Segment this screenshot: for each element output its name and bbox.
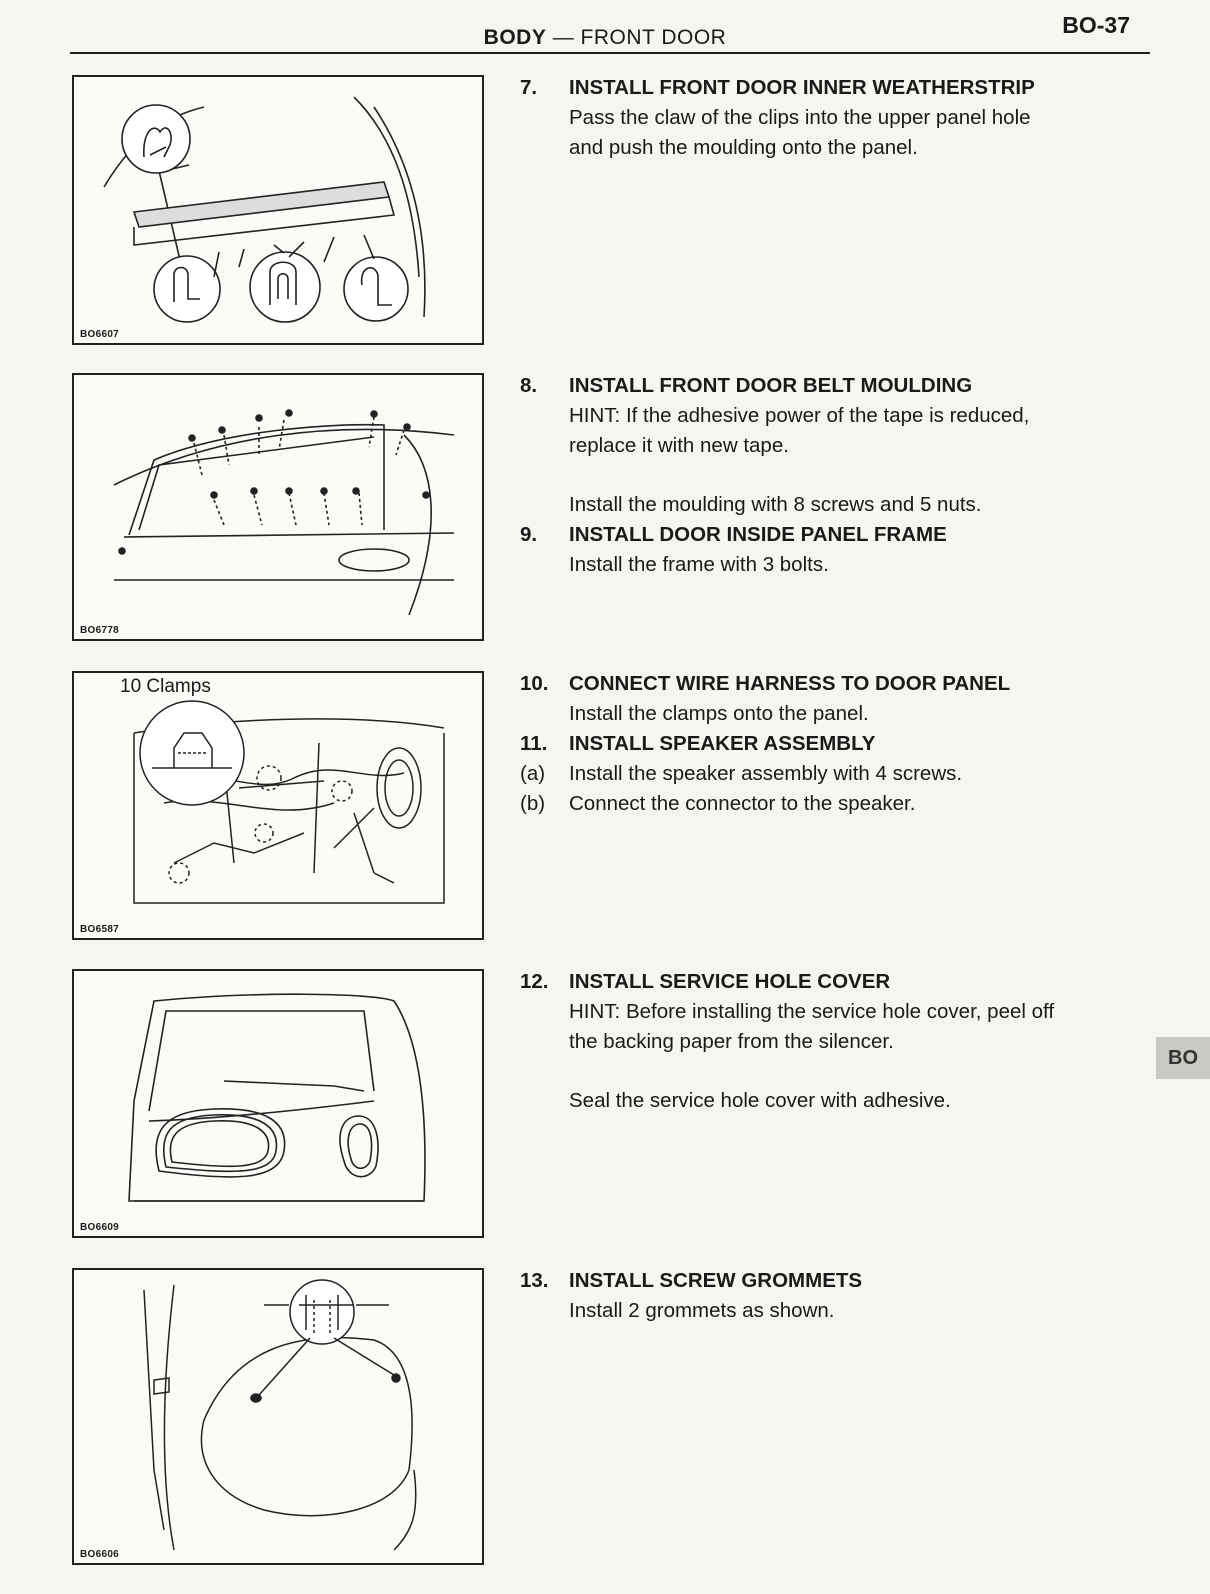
header-rule bbox=[70, 52, 1150, 54]
wire-harness-illustration bbox=[133, 700, 445, 904]
weatherstrip-illustration bbox=[103, 96, 426, 323]
figure-code: BO6606 bbox=[80, 1549, 120, 1560]
substep-text: Install the speaker assembly with 4 scre… bbox=[569, 762, 963, 785]
step-7: 7. INSTALL FRONT DOOR INNER WEATHERSTRIP… bbox=[520, 73, 1140, 163]
step-text: Install the frame with 3 bolts. bbox=[569, 553, 829, 576]
step-number: 12. bbox=[520, 970, 549, 993]
step-title: INSTALL FRONT DOOR INNER WEATHERSTRIP bbox=[569, 76, 1035, 99]
step-text: Install the clamps onto the panel. bbox=[569, 702, 869, 725]
page-number: BO-37 bbox=[1062, 12, 1130, 38]
step-13: 13. INSTALL SCREW GROMMETS Install 2 gro… bbox=[520, 1266, 1140, 1326]
figure-service-hole-cover: BO6609 bbox=[72, 969, 484, 1238]
step-12: 12. INSTALL SERVICE HOLE COVER HINT: Bef… bbox=[520, 967, 1140, 1116]
step-text: Pass the claw of the clips into the uppe… bbox=[569, 106, 1031, 129]
figure-screw-grommets: BO6606 bbox=[72, 1268, 484, 1565]
step-11: 11. INSTALL SPEAKER ASSEMBLY bbox=[520, 729, 1140, 759]
substep-label: (a) bbox=[520, 762, 546, 785]
running-header: BODY — FRONT DOOR bbox=[0, 26, 1210, 50]
screw-grommets-illustration bbox=[143, 1279, 417, 1551]
header-separator: — bbox=[552, 26, 575, 49]
step-9: 9. INSTALL DOOR INSIDE PANEL FRAME bbox=[520, 520, 1140, 550]
step-number: 9. bbox=[520, 523, 538, 546]
header-section: BODY bbox=[483, 26, 547, 49]
step-number: 10. bbox=[520, 672, 549, 695]
step-text: Install 2 grommets as shown. bbox=[569, 1299, 835, 1322]
figure-wire-harness: 10 Clamps BO6587 bbox=[72, 671, 484, 940]
figure-code: BO6587 bbox=[80, 924, 120, 935]
step-8: 8. INSTALL FRONT DOOR BELT MOULDING HINT… bbox=[520, 371, 1140, 580]
header-subsection: FRONT DOOR bbox=[580, 26, 727, 49]
figure-weatherstrip: BO6607 bbox=[72, 75, 484, 345]
section-thumb-tab: BO bbox=[1156, 1037, 1210, 1079]
step-text: and push the moulding onto the panel. bbox=[569, 136, 918, 159]
figure-code: BO6607 bbox=[80, 329, 120, 340]
belt-moulding-illustration bbox=[113, 409, 455, 616]
figure-belt-moulding: BO6778 bbox=[72, 373, 484, 641]
step-title: INSTALL FRONT DOOR BELT MOULDING bbox=[569, 374, 973, 397]
step-title: INSTALL SPEAKER ASSEMBLY bbox=[569, 732, 876, 755]
step-hint: HINT: If the adhesive power of the tape … bbox=[569, 404, 1030, 427]
step-number: 7. bbox=[520, 76, 538, 99]
step-number: 11. bbox=[520, 732, 548, 755]
step-number: 13. bbox=[520, 1269, 549, 1292]
step-hint: HINT: Before installing the service hole… bbox=[569, 1000, 1055, 1023]
step-title: INSTALL SCREW GROMMETS bbox=[569, 1269, 863, 1292]
substep-text: Connect the connector to the speaker. bbox=[569, 792, 916, 815]
service-hole-cover-illustration bbox=[128, 993, 426, 1202]
step-title: CONNECT WIRE HARNESS TO DOOR PANEL bbox=[569, 672, 1011, 695]
step-title: INSTALL SERVICE HOLE COVER bbox=[569, 970, 891, 993]
step-text: Install the moulding with 8 screws and 5… bbox=[569, 493, 982, 516]
figure-code: BO6778 bbox=[80, 625, 120, 636]
step-hint: replace it with new tape. bbox=[569, 434, 789, 457]
step-text: Seal the service hole cover with adhesiv… bbox=[569, 1089, 951, 1112]
figure-label: 10 Clamps bbox=[120, 676, 211, 697]
figure-code: BO6609 bbox=[80, 1222, 120, 1233]
step-number: 8. bbox=[520, 374, 538, 397]
step-10: 10. CONNECT WIRE HARNESS TO DOOR PANEL I… bbox=[520, 669, 1140, 819]
step-title: INSTALL DOOR INSIDE PANEL FRAME bbox=[569, 523, 947, 546]
substep-label: (b) bbox=[520, 792, 546, 815]
step-hint: the backing paper from the silencer. bbox=[569, 1030, 894, 1053]
